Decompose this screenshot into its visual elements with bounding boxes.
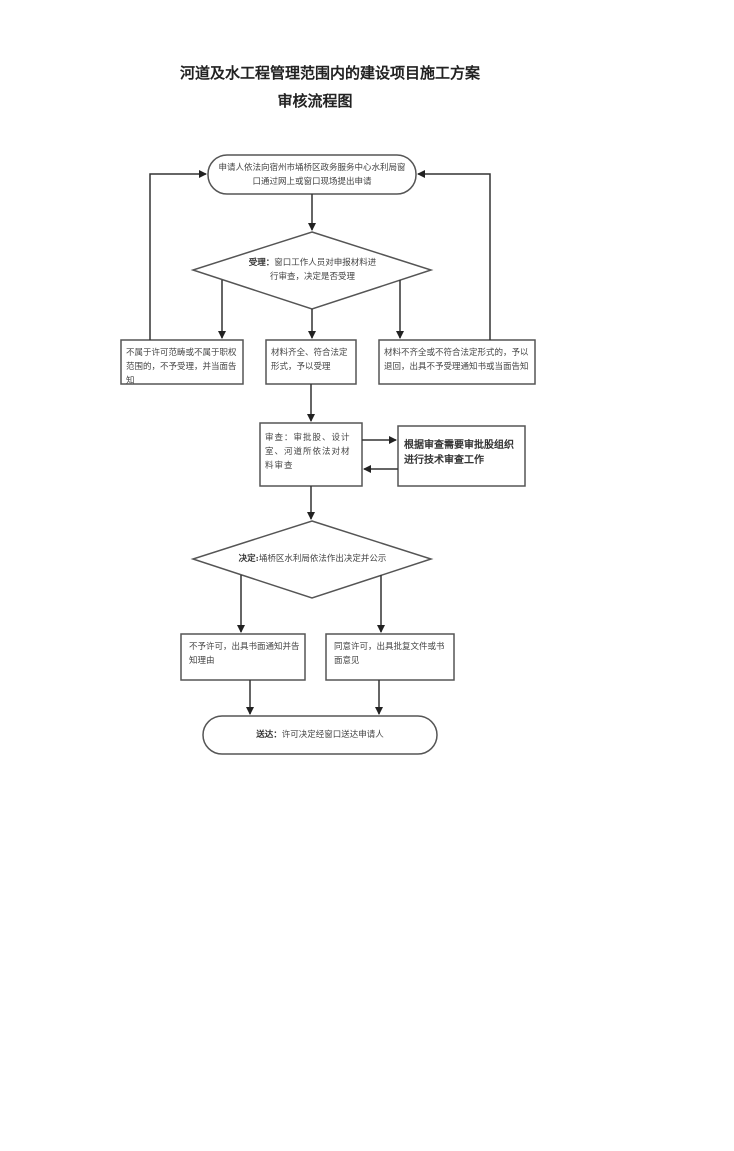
decision-text: 决定:埇桥区水利局依法作出决定并公示 xyxy=(220,550,405,568)
incomplete-box xyxy=(378,339,536,385)
technical-review-box xyxy=(397,425,526,487)
delivery-terminator xyxy=(202,715,438,755)
accepted-box xyxy=(265,339,357,385)
accept-decision-label: 受理： xyxy=(248,258,275,268)
technical-review-text: 根据审查需要审批股组织进行技术审查工作 xyxy=(404,440,514,466)
out-of-scope-box xyxy=(120,339,244,385)
accepted-text: 材料齐全、符合法定形式，予以受理 xyxy=(271,348,348,372)
denied-box xyxy=(180,633,306,681)
incomplete-text: 材料不齐全或不符合法定形式的，予以退回，出具不予受理通知书或当面告知 xyxy=(384,348,529,372)
start-text: 申请人依法向宿州市埇桥区政务服务中心水利局窗口通过网上或窗口现场提出申请 xyxy=(218,163,406,187)
decision-body: 埇桥区水利局依法作出决定并公示 xyxy=(258,554,387,564)
accept-decision-body: 窗口工作人员对申报材料进行审查，决定是否受理 xyxy=(269,258,377,282)
delivery-text: 送达：许可决定经窗口送达申请人 xyxy=(203,716,437,754)
document-subtitle: 审核流程图 xyxy=(277,92,353,110)
decision-diamond xyxy=(190,520,434,599)
decision-label: 决定: xyxy=(238,554,259,564)
review-text: 审查：审批股、设计室、河道所依法对材料审查 xyxy=(265,433,351,471)
document-title: 河道及水工程管理范围内的建设项目施工方案 xyxy=(179,64,480,82)
connector-incomplete-loop xyxy=(417,170,491,340)
connector-out-of-scope-loop xyxy=(149,170,207,340)
approved-text: 同意许可，出具批复文件或书面意见 xyxy=(334,642,445,666)
denied-text: 不予许可，出具书面通知并告知理由 xyxy=(189,642,300,666)
delivery-body: 许可决定经窗口送达申请人 xyxy=(281,730,384,740)
out-of-scope-text: 不属于许可范畴或不属于职权范围的，不予受理，并当面告知 xyxy=(126,348,237,386)
delivery-label: 送达： xyxy=(256,730,282,740)
approved-box xyxy=(325,633,455,681)
review-box xyxy=(259,422,363,487)
accept-decision-text: 受理：窗口工作人员对申报材料进行审查，决定是否受理 xyxy=(245,255,380,285)
